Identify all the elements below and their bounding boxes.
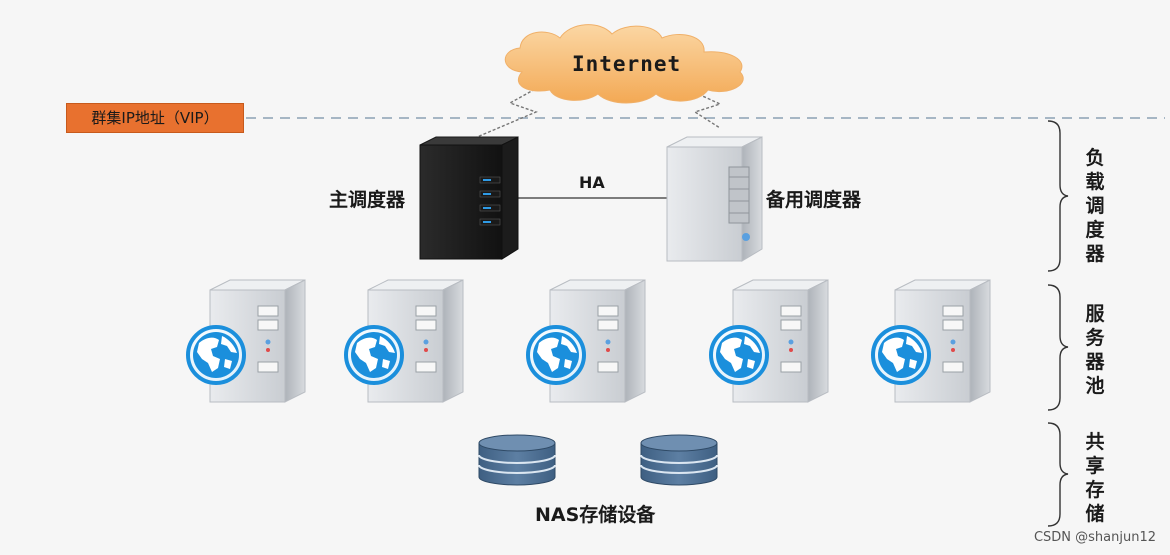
pool-globe-2-icon bbox=[344, 325, 404, 385]
storage-disk-1-icon bbox=[478, 434, 556, 486]
watermark: CSDN @shanjun12 bbox=[1033, 530, 1156, 545]
group-label-shared-storage: 共 享 存 储 bbox=[1085, 431, 1105, 525]
ha-label: HA bbox=[579, 173, 605, 192]
group-label-server-pool: 服 务 器 池 bbox=[1085, 303, 1105, 397]
pool-globe-5-icon bbox=[871, 325, 931, 385]
internet-label: Internet bbox=[572, 52, 682, 76]
internet-link-backup bbox=[684, 87, 722, 129]
group-label-load-balancer: 负 载 调 度 器 bbox=[1085, 147, 1105, 265]
storage-label: NAS存储设备 bbox=[535, 504, 656, 526]
backup-scheduler-server-icon bbox=[666, 136, 763, 262]
brace-server-pool bbox=[1047, 284, 1069, 411]
pool-globe-1-icon bbox=[186, 325, 246, 385]
brace-shared-storage bbox=[1047, 422, 1069, 527]
pool-globe-4-icon bbox=[709, 325, 769, 385]
internet-cloud-icon bbox=[504, 24, 744, 104]
storage-disk-2-icon bbox=[640, 434, 718, 486]
internet-link-primary bbox=[469, 81, 549, 141]
primary-scheduler-server-icon bbox=[419, 136, 519, 260]
pool-globe-3-icon bbox=[526, 325, 586, 385]
vip-badge: 群集IP地址（VIP） bbox=[66, 103, 244, 133]
backup-scheduler-label: 备用调度器 bbox=[766, 189, 862, 211]
brace-load-balancer bbox=[1047, 120, 1069, 272]
primary-scheduler-label: 主调度器 bbox=[329, 189, 406, 211]
